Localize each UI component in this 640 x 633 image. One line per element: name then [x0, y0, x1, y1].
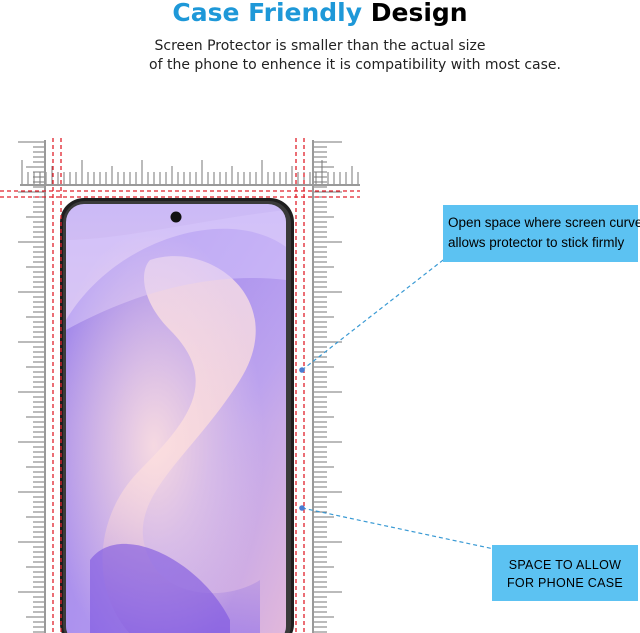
callout-case-space: SPACE TO ALLOW FOR PHONE CASE: [492, 545, 638, 601]
headline: Case Friendly Design: [0, 0, 640, 26]
callout-curve-space: Open space where screen curves allows pr…: [443, 205, 640, 262]
callout-case-line-1: SPACE TO ALLOW: [508, 558, 622, 572]
subtitle: Screen Protector is smaller than the act…: [0, 37, 640, 75]
guide-lines: [0, 138, 360, 633]
ruler-right: [312, 140, 342, 633]
leader-dot-case: [299, 505, 305, 511]
front-camera-icon: [170, 211, 182, 223]
subtitle-line-1: Screen Protector is smaller than the act…: [154, 38, 486, 54]
headline-dark: Design: [370, 0, 468, 27]
leader-dot-curve: [299, 367, 305, 373]
phone-screen: [66, 204, 286, 633]
ruler-top: [20, 160, 360, 186]
ruler-left: [18, 140, 46, 633]
subtitle-line-2: of the phone to enhence it is compatibil…: [149, 57, 561, 73]
callout-case-line-2: FOR PHONE CASE: [506, 576, 624, 590]
leader-lines: [301, 256, 495, 550]
callout-curve-line-1: Open space where screen curves: [448, 215, 640, 230]
headline-accent: Case Friendly: [172, 0, 363, 27]
callout-curve-line-2: allows protector to stick firmly: [448, 235, 625, 250]
